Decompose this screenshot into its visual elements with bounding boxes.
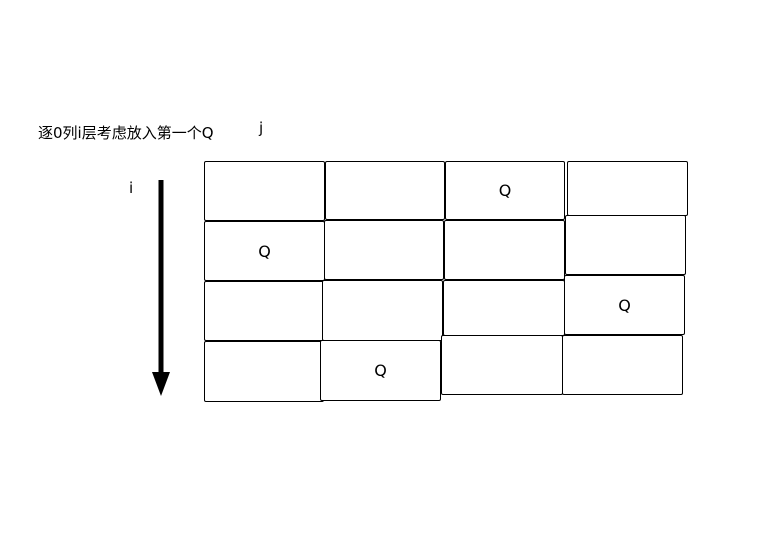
board-cell <box>441 335 563 395</box>
arrow-head <box>152 372 170 396</box>
board-cell-queen: Q <box>320 340 441 401</box>
board-cell <box>562 335 683 395</box>
board-cell <box>204 161 325 221</box>
board-cell <box>443 280 565 336</box>
board-cell <box>325 161 445 220</box>
diagram-caption: 逐0列i层考虑放入第一个Q <box>38 124 214 142</box>
row-axis-label: i <box>129 179 134 197</box>
board-cell <box>322 280 443 341</box>
column-axis-label: j <box>259 119 264 137</box>
board-cell <box>444 220 565 280</box>
board-cell <box>565 215 686 275</box>
board-cell-queen: Q <box>204 221 325 281</box>
board-cell <box>204 341 324 402</box>
board-cell <box>567 161 688 216</box>
board-cell <box>204 281 324 341</box>
board-cell-queen: Q <box>445 161 565 220</box>
board-cell <box>324 220 444 280</box>
board-cell-queen: Q <box>564 275 685 335</box>
